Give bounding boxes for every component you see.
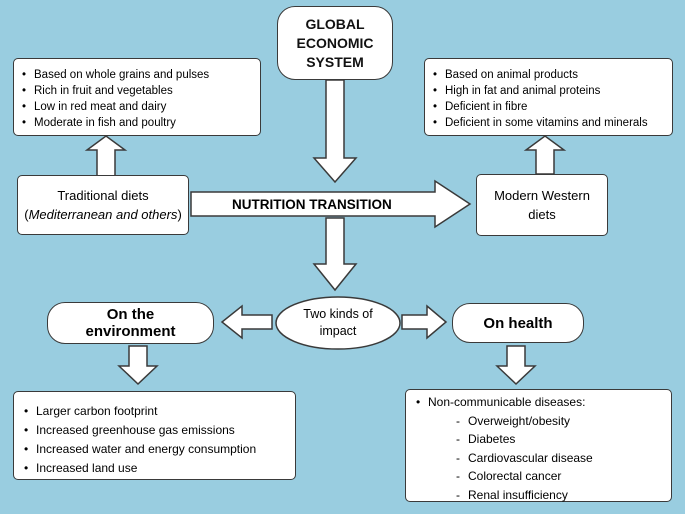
modern-line-2: diets xyxy=(528,207,556,222)
health-effects-box: Non-communicable diseases: Overweight/ob… xyxy=(405,389,672,504)
arrow-modern-to-features xyxy=(523,135,567,175)
global-line-2: ECONOMIC xyxy=(296,34,374,51)
traditional-features-box: Based on whole grains and pulses Rich in… xyxy=(13,58,261,136)
nutrition-transition-arrow xyxy=(190,179,472,229)
on-health-box: On health xyxy=(452,303,584,343)
traditional-features-list: Based on whole grains and pulses Rich in… xyxy=(20,67,254,131)
on-environment-box: On the environment xyxy=(47,302,214,344)
environment-effect-item: Increased land use xyxy=(24,459,289,478)
disease-item: Overweight/obesity xyxy=(456,412,665,431)
arrow-global-to-transition xyxy=(312,79,358,184)
environment-effect-item: Increased greenhouse gas emissions xyxy=(24,421,289,440)
disease-item: Diabetes xyxy=(456,430,665,449)
traditional-subtitle: (Mediterranean and others) xyxy=(24,207,182,222)
disease-item: Cardiovascular disease xyxy=(456,449,665,468)
health-effects-heading: Non-communicable diseases: Overweight/ob… xyxy=(416,393,665,505)
traditional-feature-item: Based on whole grains and pulses xyxy=(22,67,254,83)
modern-features-list: Based on animal products High in fat and… xyxy=(431,67,666,131)
environment-effects-box: Larger carbon footprint Increased greenh… xyxy=(13,391,296,480)
environment-line-2: environment xyxy=(85,323,176,340)
health-effects-list: Non-communicable diseases: Overweight/ob… xyxy=(414,393,665,504)
disease-item: Renal insufficiency xyxy=(456,486,665,505)
modern-feature-item: High in fat and animal proteins xyxy=(433,83,666,99)
modern-feature-item: Based on animal products xyxy=(433,67,666,83)
health-heading-text: Non-communicable diseases: xyxy=(428,395,586,409)
traditional-title: Traditional diets xyxy=(57,188,149,203)
disease-list: Overweight/obesity Diabetes Cardiovascul… xyxy=(428,412,665,505)
environment-effect-item: Increased water and energy consumption xyxy=(24,440,289,459)
environment-effects-list: Larger carbon footprint Increased greenh… xyxy=(22,402,289,478)
traditional-feature-item: Moderate in fish and poultry xyxy=(22,115,254,131)
traditional-feature-item: Low in red meat and dairy xyxy=(22,99,254,115)
modern-western-diets-box: Modern Western diets xyxy=(476,174,608,236)
global-line-3: SYSTEM xyxy=(306,53,364,70)
modern-features-box: Based on animal products High in fat and… xyxy=(424,58,673,136)
disease-item: Colorectal cancer xyxy=(456,467,665,486)
arrow-health-to-effects xyxy=(495,345,537,386)
impact-line-1: Two kinds of xyxy=(303,307,373,321)
nutrition-transition-label: NUTRITION TRANSITION xyxy=(232,197,392,212)
impact-ellipse xyxy=(275,296,401,350)
arrow-environment-to-effects xyxy=(117,345,159,386)
arrow-traditional-to-features xyxy=(84,135,128,177)
modern-feature-item: Deficient in fibre xyxy=(433,99,666,115)
environment-effect-item: Larger carbon footprint xyxy=(24,402,289,421)
arrow-transition-to-impact xyxy=(312,217,358,292)
traditional-subtitle-text: Mediterranean and others xyxy=(28,207,178,222)
traditional-feature-item: Rich in fruit and vegetables xyxy=(22,83,254,99)
traditional-diets-box: Traditional diets (Mediterranean and oth… xyxy=(17,175,189,235)
impact-line-2: impact xyxy=(319,324,357,338)
environment-line-1: On the xyxy=(106,306,155,323)
modern-feature-item: Deficient in some vitamins and minerals xyxy=(433,115,666,131)
health-title: On health xyxy=(483,314,553,332)
modern-line-1: Modern Western xyxy=(494,188,590,203)
impact-label: Two kinds of impact xyxy=(282,305,394,341)
global-line-1: GLOBAL xyxy=(305,15,365,32)
arrow-impact-to-environment xyxy=(220,304,273,340)
arrow-impact-to-health xyxy=(401,304,448,340)
global-economic-system-box: GLOBAL ECONOMIC SYSTEM xyxy=(277,6,393,80)
